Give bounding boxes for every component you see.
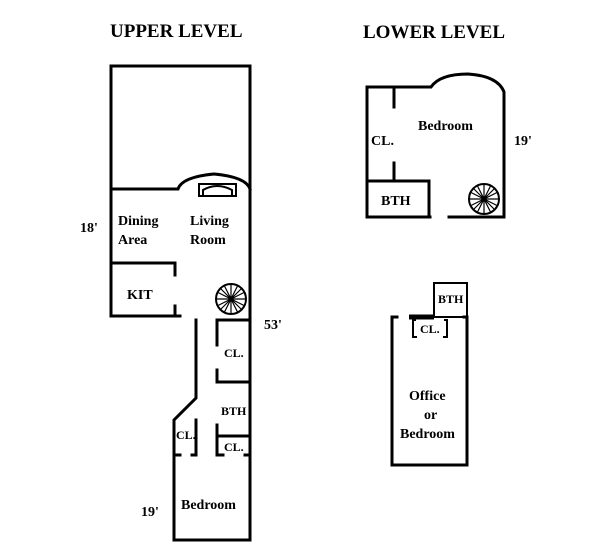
- dim-bedroom-upper: 19': [141, 505, 159, 520]
- upper-level-title: UPPER LEVEL: [110, 21, 243, 42]
- spiral-stair-icon: [215, 283, 247, 315]
- room-office-or: or: [424, 408, 437, 423]
- dim-bedroom-lower: 19': [514, 134, 532, 149]
- room-dining-2: Area: [118, 233, 147, 248]
- room-dining: Dining: [118, 214, 158, 229]
- room-kit: KIT: [127, 288, 153, 303]
- lower-level-title: LOWER LEVEL: [363, 22, 505, 43]
- dim-width: 18': [80, 221, 98, 236]
- room-living: Living: [190, 214, 229, 229]
- room-closet-2: CL.: [176, 428, 196, 442]
- room-living-2: Room: [190, 233, 226, 248]
- spiral-stair-icon-lower: [468, 183, 500, 215]
- room-bedroom-lower: Bedroom: [418, 119, 473, 134]
- room-closet-3: CL.: [224, 440, 244, 454]
- room-office: Office: [409, 389, 446, 404]
- room-office-bedroom: Bedroom: [400, 427, 455, 442]
- lower-level-walls: [365, 72, 506, 467]
- room-bath-lower-2: BTH: [438, 292, 464, 306]
- fireplace: [198, 183, 237, 197]
- room-bath-lower: BTH: [381, 194, 411, 209]
- room-closet-1: CL.: [224, 346, 244, 360]
- room-closet-lower: CL.: [371, 134, 394, 149]
- room-closet-lower-2: CL.: [420, 322, 440, 336]
- room-bath: BTH: [221, 404, 247, 418]
- dim-length: 53': [264, 318, 282, 333]
- upper-level-walls: [109, 64, 252, 542]
- room-bedroom-upper: Bedroom: [181, 498, 236, 513]
